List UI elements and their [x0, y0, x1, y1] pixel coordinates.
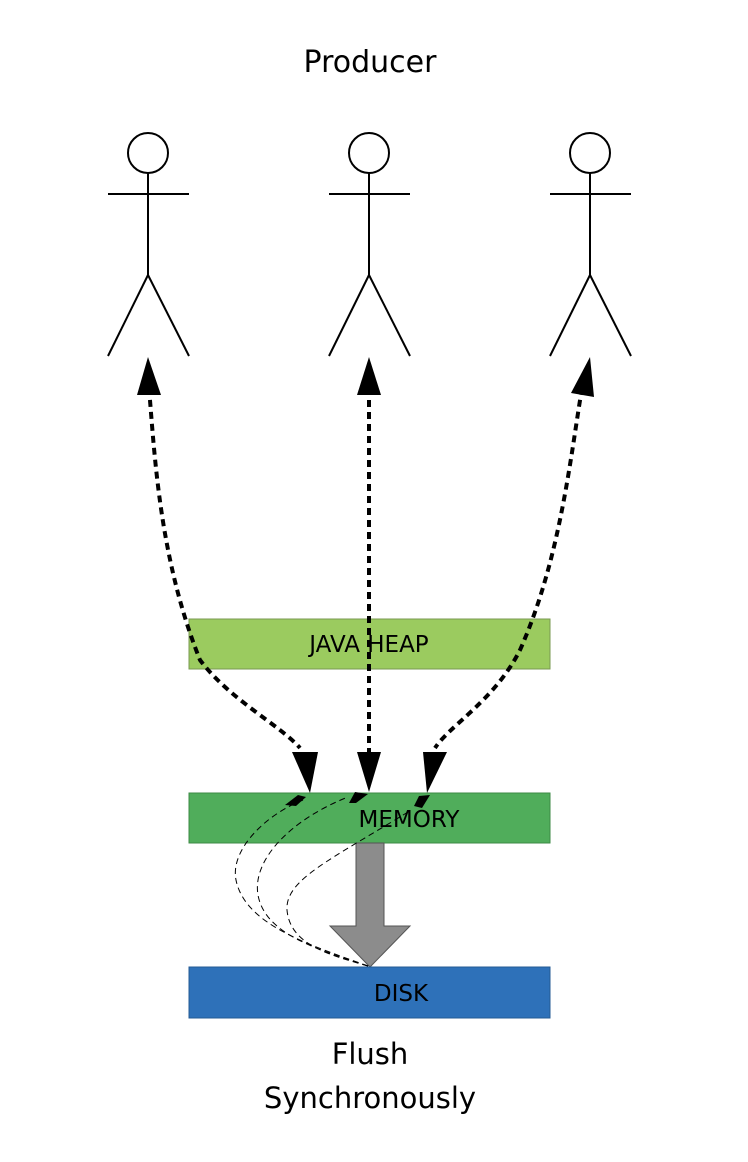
disk-memory-thin-arrows: [234, 796, 409, 967]
disk-box: DISK: [188, 966, 551, 1019]
arrowhead-up-2: [357, 357, 381, 395]
arrowhead-down-1: [292, 752, 318, 793]
thin-arrow-2: [256, 796, 369, 967]
producer-memory-arrows: [147, 387, 584, 758]
thin-arrowhead-3: [414, 795, 430, 808]
thin-arrowheads: [285, 792, 430, 808]
producer-figure-3: [549, 132, 632, 357]
memory-label: MEMORY: [359, 807, 461, 833]
thin-arrow-3: [286, 811, 409, 967]
caption-line-1: Flush: [332, 1037, 409, 1071]
diagram-title: Producer: [304, 45, 438, 80]
arrowheads-down: [292, 752, 447, 793]
arrowhead-down-3: [423, 752, 447, 793]
thin-arrowhead-1: [285, 795, 306, 806]
disk-label: DISK: [374, 981, 429, 1007]
thin-arrow-1: [234, 799, 369, 967]
arrow-producer-3: [433, 387, 584, 750]
arrowhead-up-3: [571, 357, 594, 397]
arrowhead-down-2: [357, 752, 381, 792]
caption-line-2: Synchronously: [264, 1081, 476, 1115]
producer-figure-1: [107, 132, 190, 357]
disk-rect: [188, 966, 551, 1019]
arrow-producer-1: [147, 387, 302, 750]
producer-figure-2: [328, 132, 411, 357]
thin-arrowhead-2: [349, 792, 368, 803]
flush-arrow: [328, 842, 412, 968]
arrowhead-up-1: [137, 357, 161, 395]
arrowheads-up: [137, 357, 594, 397]
